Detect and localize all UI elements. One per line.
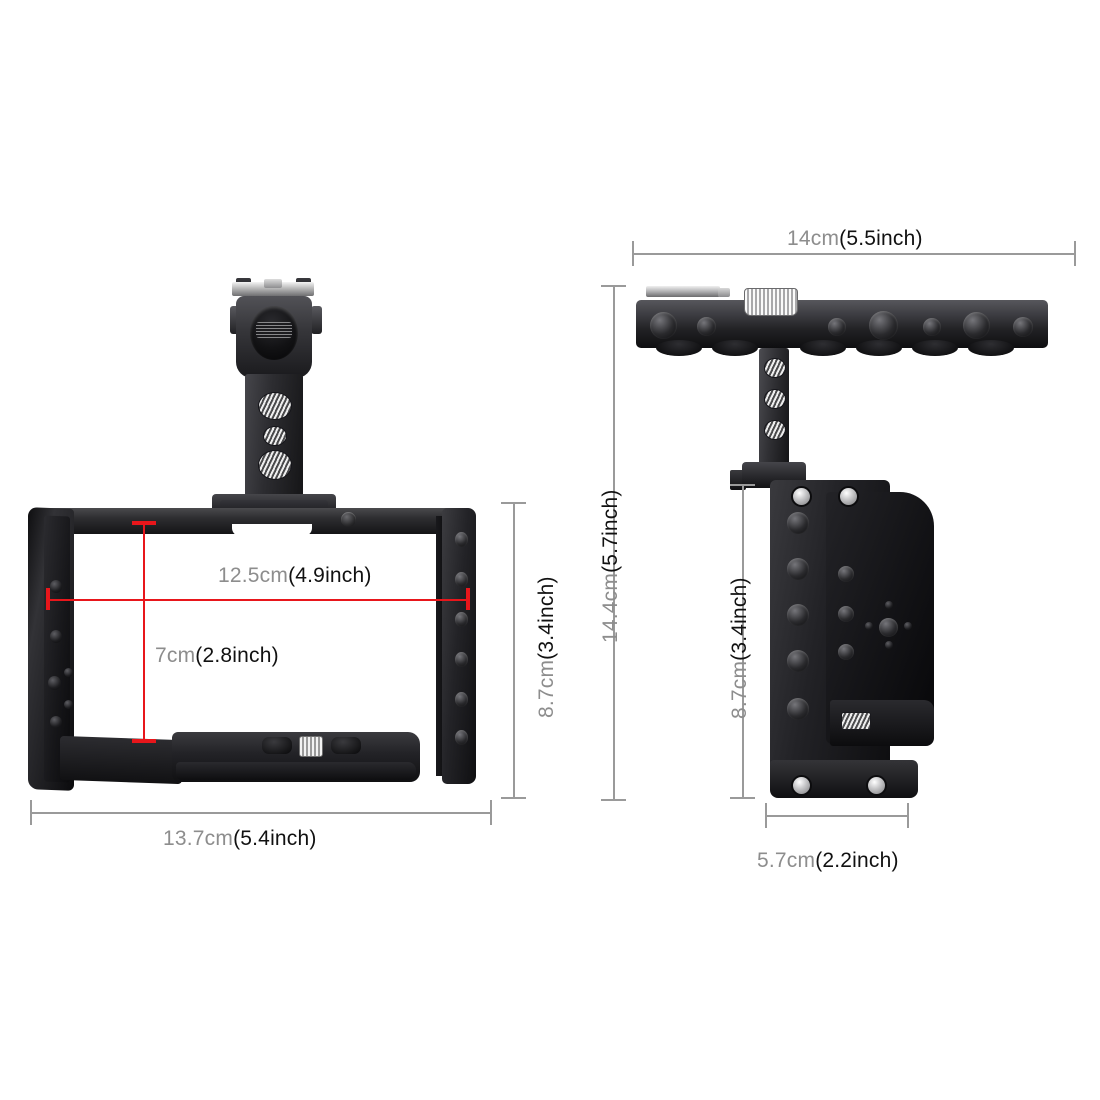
post-ear-left (230, 306, 241, 334)
rosette-dot-top (885, 601, 893, 609)
side-plate-hole-4 (787, 650, 809, 672)
cage-depth-label: 5.7cm(2.2inch) (757, 849, 899, 872)
inner-width-cap-left (46, 588, 50, 610)
cage-height-label: 8.7cm(3.4inch) (728, 577, 751, 719)
side-screw-top-left (791, 486, 812, 507)
left-rail-hole-1 (50, 580, 62, 593)
right-overall-height-cap-top (601, 285, 626, 287)
right-overall-height-cap-bottom (601, 799, 626, 801)
rubber-pad-left (262, 737, 292, 754)
handle-length-cap-right (1074, 241, 1076, 266)
handle-cold-shoe-rail (646, 286, 720, 297)
handle-length-line (632, 253, 1076, 255)
handle-hole-3 (828, 318, 846, 336)
inner-height-cap-bottom (132, 739, 156, 743)
right-rail-hole-5 (455, 692, 468, 707)
rosette-dot-bottom (885, 641, 893, 649)
right-overall-height-line (613, 285, 615, 800)
right-rail-hole-2 (455, 572, 468, 587)
side-thumbscrew (841, 712, 871, 730)
inner-width-cap-right (466, 588, 470, 610)
thread-hole-bottom (258, 450, 292, 480)
handle-grip-scallop-6 (968, 340, 1014, 356)
cage-depth-line (765, 815, 909, 817)
handle-grip-scallop-4 (856, 340, 902, 356)
left-rail-hole-2 (50, 630, 62, 643)
rosette-center-hole (879, 618, 898, 637)
left-overall-width-label: 13.7cm(5.4inch) (163, 827, 317, 850)
rubber-pad-right (331, 737, 361, 754)
handle-post-ribs (256, 322, 292, 338)
cage-depth-cap-right (907, 803, 909, 828)
right-rail-hole-3 (455, 612, 468, 627)
handle-grip-scallop-2 (712, 340, 758, 356)
left-overall-height-cap-top (501, 502, 526, 504)
handle-grip-scallop-1 (656, 340, 702, 356)
handle-length-label: 14cm(5.5inch) (787, 227, 923, 250)
left-rail-hole-4 (50, 716, 62, 728)
cage-top-screw-hole (341, 512, 356, 527)
handle-hole-6 (963, 312, 990, 339)
left-overall-height-line (513, 502, 515, 798)
post-ear-right (311, 306, 322, 334)
handle-hole-2 (697, 317, 716, 336)
side-plate-hole-3 (787, 604, 809, 626)
left-overall-width-cap-left (30, 800, 32, 825)
cage-height-line (742, 484, 744, 798)
inner-plate-hole-1 (838, 566, 854, 582)
handle-hole-5 (923, 318, 941, 336)
side-plate-hole-5 (787, 698, 809, 720)
post-thread-1 (764, 358, 786, 378)
left-overall-height-cap-bottom (501, 797, 526, 799)
left-rosette-dot-n (64, 668, 73, 677)
rosette-dot-right (904, 622, 912, 630)
thread-hole-top (258, 392, 292, 420)
right-rail-hole-4 (455, 652, 468, 667)
handle-grip-scallop-3 (800, 340, 846, 356)
left-rosette-dot-s (64, 700, 73, 709)
inner-height-measure-line (143, 523, 146, 741)
handle-cold-shoe-tab (718, 288, 730, 297)
inner-height-cap-top (132, 521, 156, 525)
left-overall-height-label: 8.7cm(3.4inch) (535, 576, 558, 718)
handle-locking-knob (744, 288, 798, 316)
side-screw-bottom-left (791, 775, 812, 796)
inner-width-label: 12.5cm(4.9inch) (218, 564, 372, 587)
cage-top-notch (232, 524, 312, 536)
inner-plate-hole-2 (838, 606, 854, 622)
cage-height-cap-bottom (730, 797, 755, 799)
left-rail-hole-3 (48, 676, 61, 690)
handle-length-cap-left (632, 241, 634, 266)
quarter-inch-screw (299, 736, 323, 757)
handle-hole-7 (1013, 317, 1033, 337)
right-rail-hole-1 (455, 532, 468, 547)
post-thread-3 (764, 420, 786, 440)
handle-grip-scallop-5 (912, 340, 958, 356)
cold-shoe-mount-icon (232, 282, 314, 296)
inner-height-label: 7cm(2.8inch) (155, 644, 279, 667)
side-screw-bottom-right (866, 775, 887, 796)
left-overall-width-line (30, 812, 492, 814)
cage-height-cap-top (730, 484, 755, 486)
side-screw-top-right (838, 486, 859, 507)
cage-bottom-lip (176, 762, 416, 780)
right-rail-hole-6 (455, 730, 468, 745)
handle-hole-4 (869, 311, 898, 340)
side-plate-hole-2 (787, 558, 809, 580)
thread-hole-middle (263, 426, 287, 446)
post-thread-2 (764, 389, 786, 409)
inner-width-measure-line (48, 599, 468, 602)
cold-shoe-pin (264, 279, 282, 288)
cage-depth-cap-left (765, 803, 767, 828)
rosette-dot-left (865, 622, 873, 630)
handle-hole-1 (650, 312, 677, 339)
right-overall-height-label: 14.4cm(5.7inch) (599, 489, 622, 643)
left-view-group: 12.5cm(4.9inch) 7cm(2.8inch) 8.7cm(3.4in… (0, 0, 560, 900)
inner-plate-hole-3 (838, 644, 854, 660)
side-plate-hole-1 (787, 512, 809, 534)
left-overall-width-cap-right (490, 800, 492, 825)
cage-bottom-left-wing (60, 735, 182, 785)
